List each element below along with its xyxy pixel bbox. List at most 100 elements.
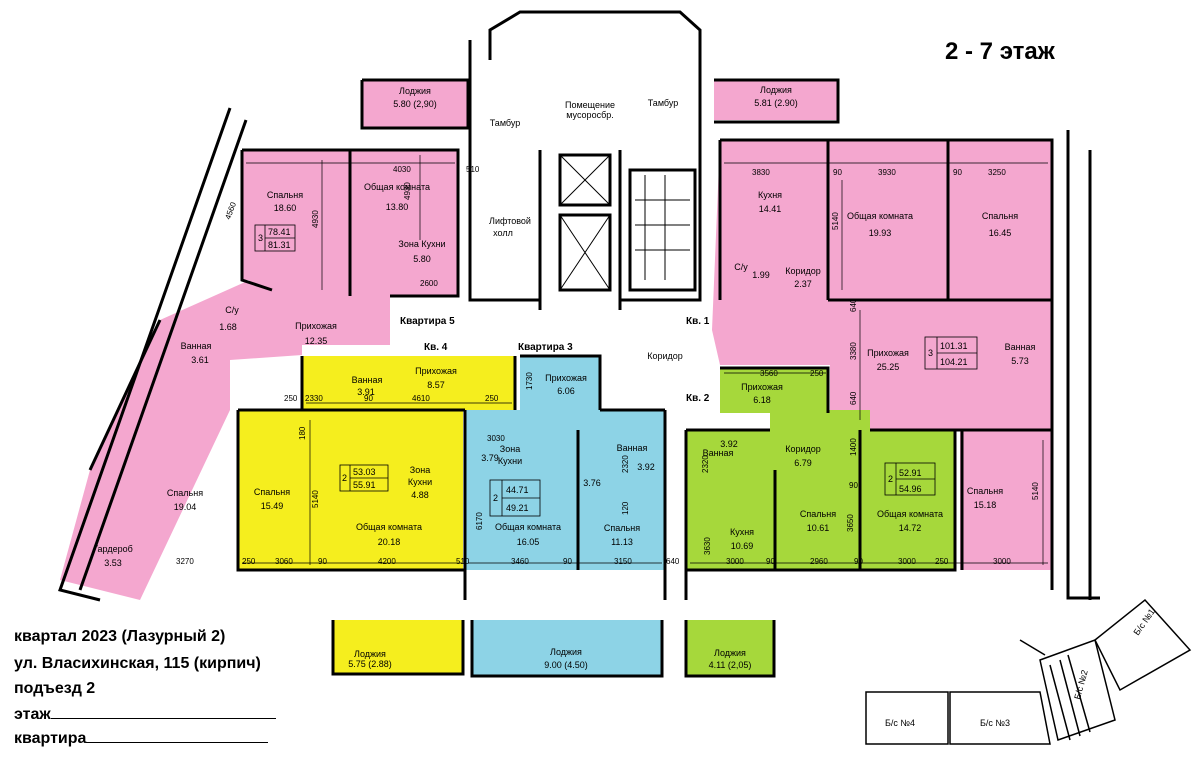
svg-text:Б/с №3: Б/с №3: [980, 718, 1010, 728]
room-area: 11.13: [611, 537, 633, 547]
room-label: Кухни: [498, 456, 522, 466]
svg-text:3000: 3000: [993, 557, 1011, 566]
svg-text:510: 510: [456, 557, 470, 566]
room-area: 5.80: [413, 254, 431, 264]
svg-text:90: 90: [953, 168, 962, 177]
info-line-2: ул. Власихинская, 115 (кирпич): [14, 655, 261, 672]
svg-text:250: 250: [810, 369, 824, 378]
room-area: 13.80: [386, 202, 409, 212]
room-label: Прихожая: [867, 348, 909, 358]
svg-text:4560: 4560: [223, 200, 238, 220]
room-label: Лоджия: [399, 86, 431, 96]
svg-text:3270: 3270: [176, 557, 194, 566]
svg-text:250: 250: [242, 557, 256, 566]
svg-text:250: 250: [935, 557, 949, 566]
room-area: 18.60: [274, 203, 297, 213]
svg-text:44.71: 44.71: [506, 485, 529, 495]
room-area: 1.68: [219, 322, 237, 332]
svg-text:120: 120: [621, 501, 630, 515]
room-label: Прихожая: [741, 382, 783, 392]
room-label: Зона: [410, 465, 430, 475]
room-label: Кухня: [758, 190, 782, 200]
room-label: Общая комната: [495, 522, 561, 532]
room-label: Общая комната: [356, 522, 422, 532]
room-label: Ванная: [1005, 342, 1036, 352]
room-label: Спальня: [254, 487, 290, 497]
svg-text:640: 640: [849, 298, 858, 312]
svg-text:90: 90: [766, 557, 775, 566]
room-label: Лифтовой: [489, 216, 531, 226]
room-area: 5.75 (2.88): [348, 659, 392, 669]
svg-text:4930: 4930: [311, 210, 320, 228]
room-area: 6.18: [753, 395, 771, 405]
room-area: 4.11 (2,05): [709, 660, 752, 670]
apartment-5-fill: [60, 80, 468, 600]
svg-text:53.03: 53.03: [353, 467, 376, 477]
dimension-lines: [242, 155, 1048, 565]
svg-text:3630: 3630: [703, 537, 712, 555]
svg-text:4200: 4200: [378, 557, 396, 566]
svg-text:5140: 5140: [311, 490, 320, 508]
room-label: Коридор: [647, 351, 683, 361]
svg-text:90: 90: [854, 557, 863, 566]
room-label: Общая комната: [847, 211, 913, 221]
svg-text:3460: 3460: [511, 557, 529, 566]
svg-text:Б/с №4: Б/с №4: [885, 718, 915, 728]
room-area: 3.79: [481, 453, 499, 463]
svg-text:3000: 3000: [726, 557, 744, 566]
room-area: 15.18: [974, 500, 997, 510]
svg-text:55.91: 55.91: [353, 480, 376, 490]
svg-text:3: 3: [258, 233, 263, 243]
floor-field-blank: [50, 704, 276, 719]
apartment-area-keys: [254, 224, 978, 517]
apartment-4-label: Кв. 4: [424, 342, 448, 353]
room-label: Кухня: [730, 527, 754, 537]
svg-text:2330: 2330: [305, 394, 323, 403]
svg-text:250: 250: [485, 394, 499, 403]
room-label: Прихожая: [295, 321, 337, 331]
room-area: 3.76: [583, 478, 601, 488]
apartment-5-label: Квартира 5: [400, 316, 455, 327]
apartment-2-fill: [686, 368, 955, 676]
svg-text:6170: 6170: [475, 512, 484, 530]
svg-text:Б/с №1: Б/с №1: [1131, 607, 1156, 637]
room-area: 5.73: [1011, 356, 1029, 366]
room-label: Общая комната: [364, 182, 430, 192]
svg-text:104.21: 104.21: [940, 357, 968, 367]
room-label: Зона Кухни: [398, 239, 445, 249]
svg-text:2: 2: [888, 474, 893, 484]
svg-text:2320: 2320: [701, 455, 710, 473]
room-label: С/у: [734, 262, 748, 272]
svg-text:640: 640: [849, 391, 858, 405]
section-key-labels: Б/с №4 Б/с №3 Б/с №2 Б/с №1: [885, 607, 1157, 728]
lift-shafts: [559, 154, 690, 291]
floor-field: этаж: [14, 704, 276, 724]
info-line-3: подъезд 2: [14, 680, 96, 697]
room-area: 4.88: [411, 490, 429, 500]
svg-text:1730: 1730: [525, 372, 534, 390]
apartment-field-label: квартира: [14, 730, 87, 747]
room-label: холл: [493, 228, 513, 238]
svg-text:2960: 2960: [810, 557, 828, 566]
room-area: 25.25: [877, 362, 900, 372]
room-label: С/у: [225, 305, 239, 315]
svg-text:1400: 1400: [849, 438, 858, 456]
room-label: Коридор: [785, 444, 821, 454]
svg-text:5140: 5140: [831, 212, 840, 230]
apartment-1-label: Кв. 1: [686, 316, 710, 327]
room-label: Кухни: [408, 477, 432, 487]
svg-text:250: 250: [284, 394, 298, 403]
room-area: 3.53: [104, 558, 122, 568]
floor-field-label: этаж: [14, 706, 51, 723]
room-label: Спальня: [267, 190, 303, 200]
svg-text:640: 640: [666, 557, 680, 566]
room-area: 15.49: [261, 501, 284, 511]
room-label: Ванная: [703, 448, 734, 458]
room-label: Спальня: [967, 486, 1003, 496]
room-area: 10.69: [731, 541, 754, 551]
svg-text:4030: 4030: [393, 165, 411, 174]
svg-text:Б/с №2: Б/с №2: [1072, 669, 1089, 701]
svg-text:3150: 3150: [614, 557, 632, 566]
svg-text:510: 510: [466, 165, 480, 174]
